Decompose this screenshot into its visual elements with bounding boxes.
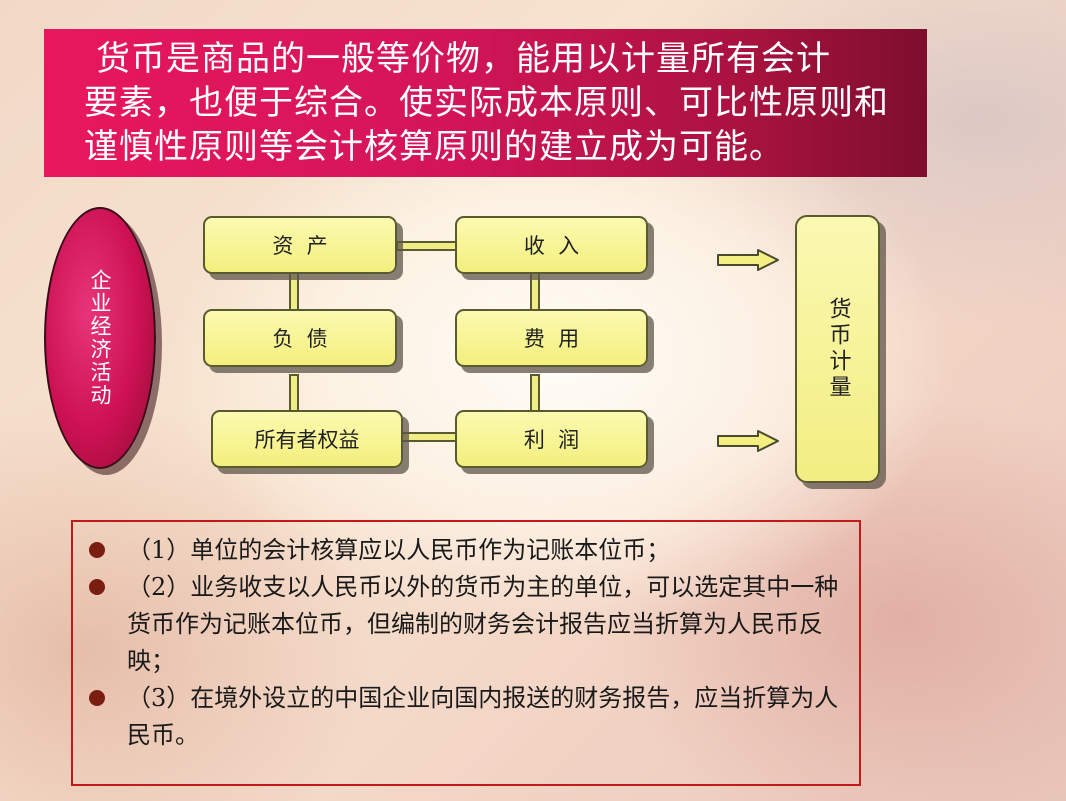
connector-assets-revenue xyxy=(396,241,458,251)
expenses-box: 费 用 xyxy=(455,309,648,367)
profit-label: 利 润 xyxy=(523,428,580,452)
liabilities-label: 负 债 xyxy=(272,327,328,351)
right-arrow-icon xyxy=(717,249,779,271)
currency-measure-box: 货币计量 xyxy=(795,215,880,483)
equity-box: 所有者权益 xyxy=(211,410,403,468)
connector-expenses-profit xyxy=(530,374,540,412)
currency-measure-label: 货币计量 xyxy=(825,297,851,401)
banner-line-2: 要素，也便于综合。使实际成本原则、可比性原则和 xyxy=(84,83,889,123)
assets-box: 资 产 xyxy=(203,216,397,274)
profit-box: 利 润 xyxy=(455,410,648,468)
bullet-icon xyxy=(89,690,105,706)
expenses-label: 费 用 xyxy=(523,327,580,351)
assets-label: 资 产 xyxy=(272,234,328,258)
revenue-label: 收 入 xyxy=(523,234,580,258)
note-text: （2）业务收支以人民币以外的货币为主的单位，可以选定其中一种货币作为记账本位币，… xyxy=(127,573,839,675)
intro-banner: 货币是商品的一般等价物，能用以计量所有会计 要素，也便于综合。使实际成本原则、可… xyxy=(44,29,927,177)
note-text: （3）在境外设立的中国企业向国内报送的财务报告，应当折算为人民币。 xyxy=(127,684,839,749)
bullet-icon xyxy=(89,579,105,595)
equity-label: 所有者权益 xyxy=(254,428,360,452)
notes-box: （1）单位的会计核算应以人民币作为记账本位币； （2）业务收支以人民币以外的货币… xyxy=(71,520,861,786)
list-item: （2）业务收支以人民币以外的货币为主的单位，可以选定其中一种货币作为记账本位币，… xyxy=(87,569,839,680)
connector-revenue-expenses xyxy=(530,272,540,312)
connector-equity-profit xyxy=(401,432,459,442)
right-arrow-icon xyxy=(717,430,779,452)
notes-list: （1）单位的会计核算应以人民币作为记账本位币； （2）业务收支以人民币以外的货币… xyxy=(87,532,839,754)
banner-line-3: 谨慎性原则等会计核算原则的建立成为可能。 xyxy=(84,127,784,167)
banner-line-1: 货币是商品的一般等价物，能用以计量所有会计 xyxy=(96,39,831,79)
enterprise-activity-ellipse: 企业经济活动 xyxy=(44,207,156,469)
connector-assets-liabilities xyxy=(289,272,299,312)
note-text: （1）单位的会计核算应以人民币作为记账本位币； xyxy=(127,536,671,564)
liabilities-box: 负 债 xyxy=(203,309,397,367)
connector-liabilities-equity xyxy=(289,374,299,412)
list-item: （3）在境外设立的中国企业向国内报送的财务报告，应当折算为人民币。 xyxy=(87,680,839,754)
enterprise-activity-label: 企业经济活动 xyxy=(88,269,112,407)
bullet-icon xyxy=(89,542,105,558)
revenue-box: 收 入 xyxy=(455,216,648,274)
list-item: （1）单位的会计核算应以人民币作为记账本位币； xyxy=(87,532,839,569)
